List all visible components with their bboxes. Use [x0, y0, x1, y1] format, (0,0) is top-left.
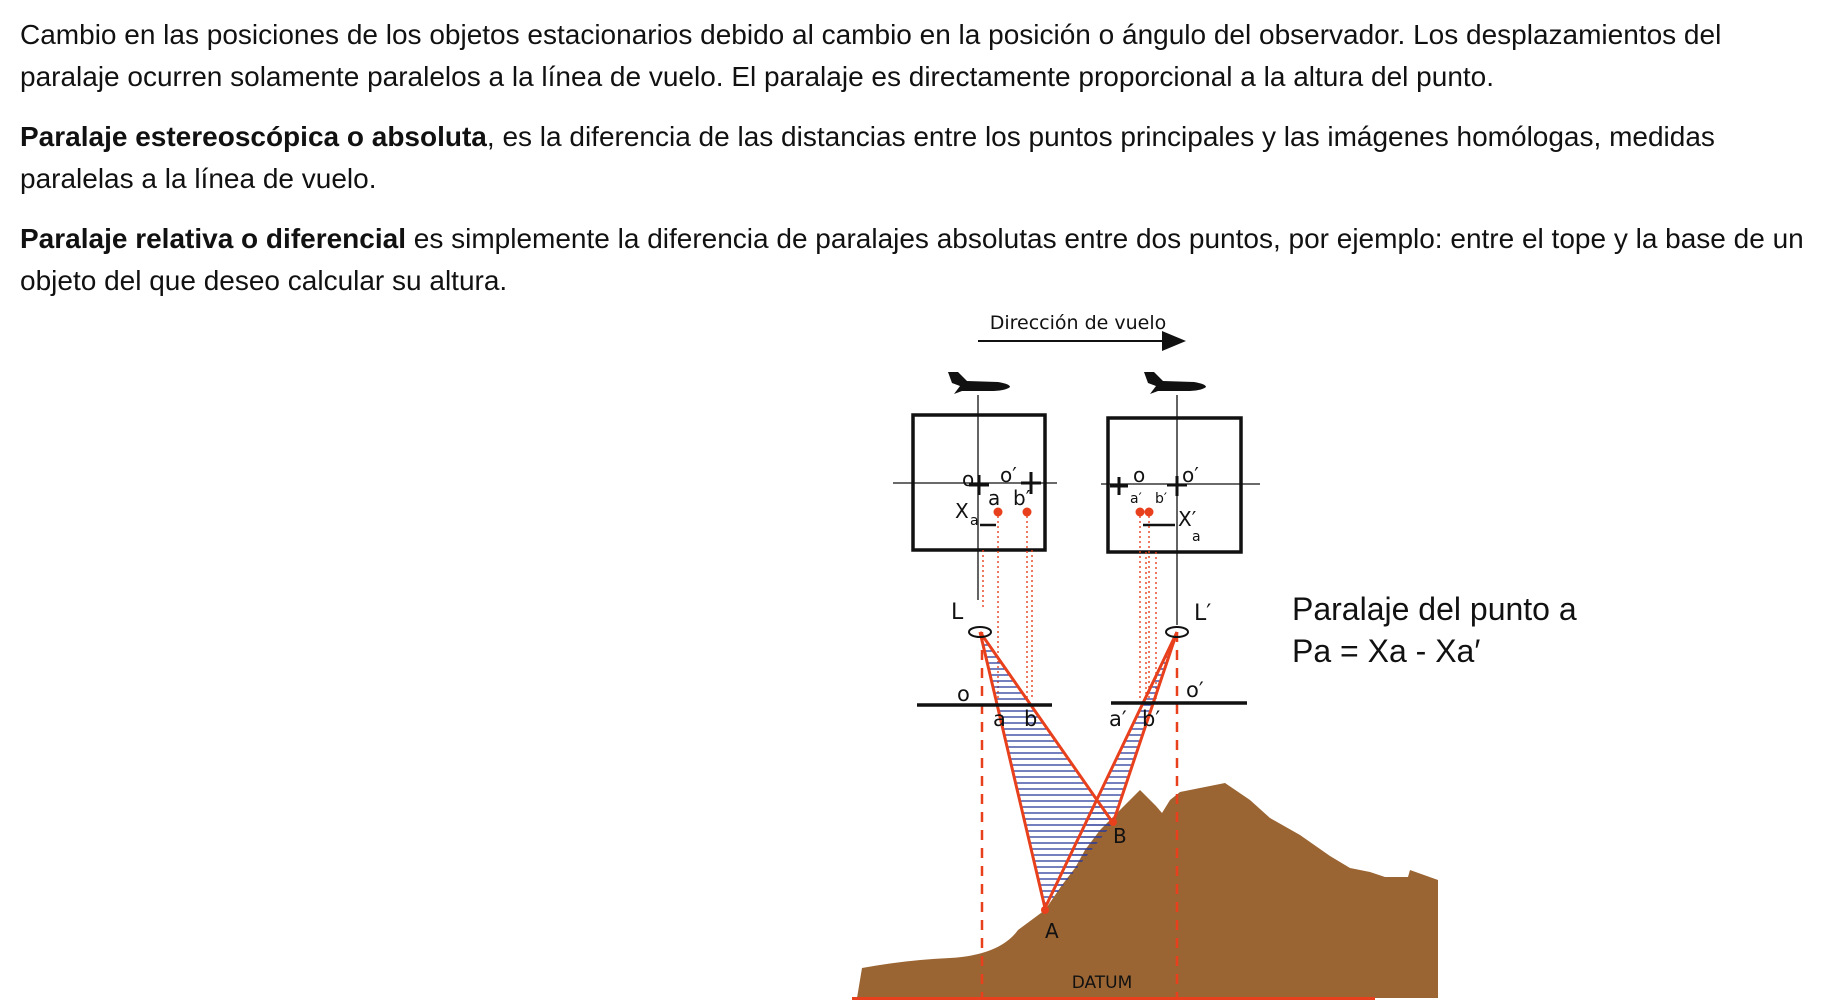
lens-l-prime-label: L′	[1194, 601, 1211, 626]
photo2-x-subscript: a	[1192, 529, 1201, 545]
term-absolute-parallax: Paralaje estereoscópica o absoluta	[20, 121, 487, 152]
relative-parallax-text: es simplemente la diferencia de paralaje…	[20, 223, 1804, 296]
photo-frame-left: o o′ a b′ X a	[893, 395, 1057, 600]
photo2-o-label: o	[1133, 463, 1145, 487]
lens-l-label: L	[951, 600, 964, 625]
photo1-x-label: X	[955, 499, 969, 523]
plane2-a-label: a′	[1109, 707, 1127, 731]
term-relative-parallax: Paralaje relativa o diferencial	[20, 223, 406, 254]
projection-lines	[982, 516, 1157, 700]
plane2-o-prime-label: o′	[1186, 678, 1204, 702]
photo-frame-right: o o′ a′ b′ X′ a	[1101, 395, 1260, 625]
airplane-icon	[948, 372, 1010, 394]
plane1-a-label: a	[993, 707, 1006, 731]
text-block: Cambio en las posiciones de los objetos …	[20, 14, 1820, 320]
flight-direction-label: Dirección de vuelo	[990, 312, 1167, 334]
plane2-b-label: b′	[1142, 707, 1160, 731]
paragraph-definition-text: Cambio en las posiciones de los objetos …	[20, 19, 1722, 92]
lens-right	[1165, 626, 1189, 638]
airplane-icon	[1144, 372, 1206, 394]
photo2-o-prime-label: o′	[1182, 463, 1199, 487]
ground-point-a	[1041, 906, 1049, 914]
plane1-o-label: o	[957, 682, 970, 706]
photo1-b-label: b′	[1013, 486, 1031, 510]
datum-label: DATUM	[1072, 973, 1133, 993]
absolute-parallax-text: , es la diferencia de las distancias ent…	[20, 121, 1715, 194]
formula-equation: Pa = Xa - Xa′	[1292, 633, 1481, 669]
photo1-x-subscript: a	[970, 513, 979, 529]
plane1-b-label: b	[1024, 707, 1037, 731]
paragraph-definition: Cambio en las posiciones de los objetos …	[20, 14, 1820, 98]
parallax-formula: Paralaje del punto a Pa = Xa - Xa′	[1292, 588, 1577, 672]
photo2-b-label: b′	[1155, 491, 1167, 507]
ground-terrain	[857, 783, 1438, 998]
photo1-o-prime-label: o′	[1000, 463, 1017, 487]
paragraph-relative-parallax: Paralaje relativa o diferencial es simpl…	[20, 218, 1820, 302]
formula-title: Paralaje del punto a	[1292, 591, 1577, 627]
ray-lines	[978, 631, 1179, 909]
photo2-x-label: X′	[1178, 507, 1197, 531]
photo1-o-label: o	[962, 467, 974, 491]
lens-left	[968, 626, 992, 638]
ground-point-b-label: B	[1113, 824, 1127, 848]
photo2-a-label: a′	[1130, 491, 1142, 507]
paragraph-absolute-parallax: Paralaje estereoscópica o absoluta, es l…	[20, 116, 1820, 200]
ground-point-a-label: A	[1045, 919, 1059, 943]
ground-point-b	[1109, 818, 1117, 826]
photo1-a-label: a	[988, 486, 1000, 510]
